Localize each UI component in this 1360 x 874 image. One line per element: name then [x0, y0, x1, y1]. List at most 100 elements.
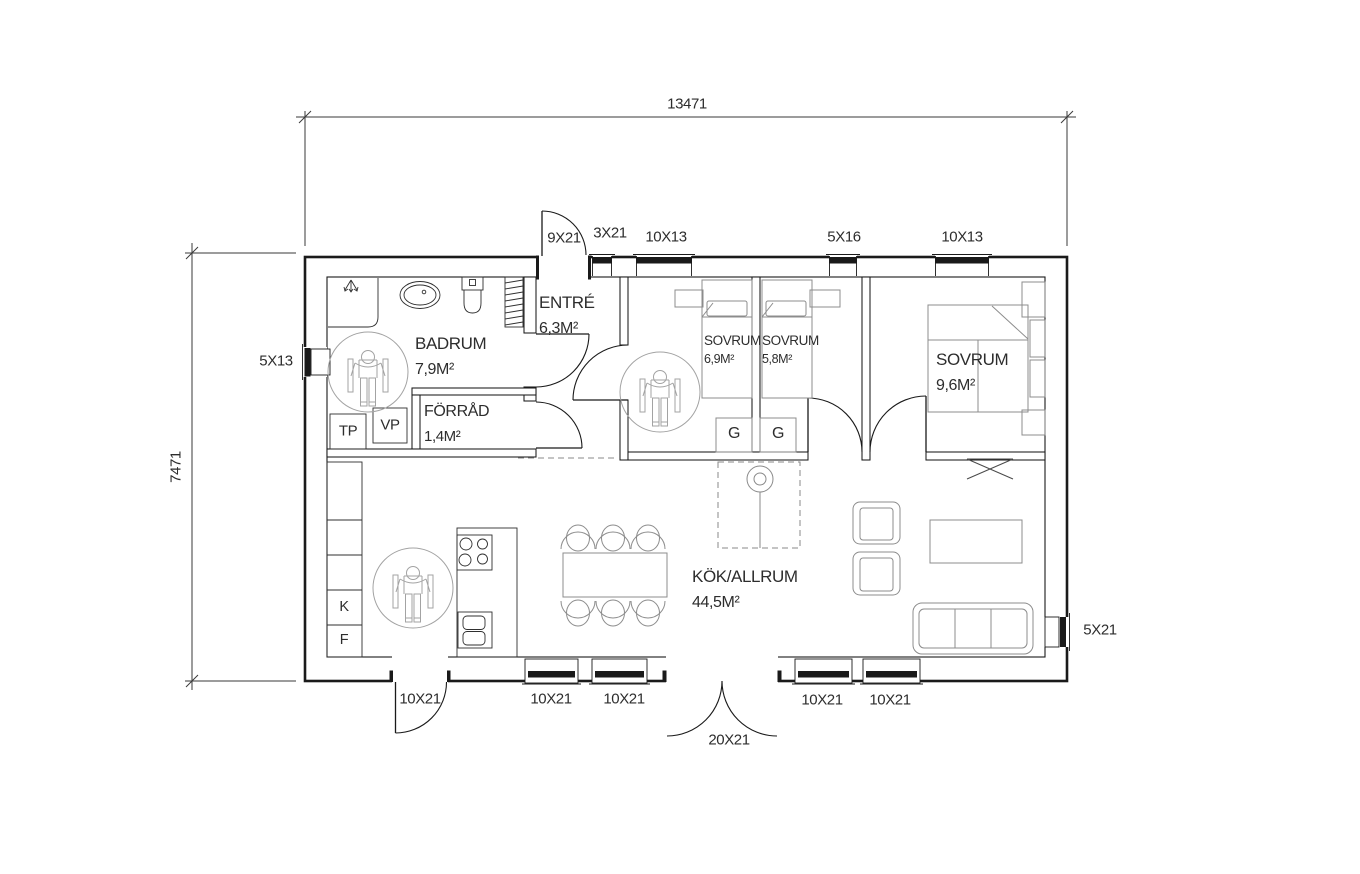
- room-area: 6,9M²: [704, 352, 734, 366]
- door-swing-arc: [807, 397, 863, 453]
- label-wardrobe-1: G: [727, 425, 741, 442]
- door-swing-arc: [535, 401, 583, 449]
- sovrum2-door: [807, 397, 863, 453]
- dashed-markings: [518, 457, 801, 549]
- windows: [302, 254, 1070, 685]
- label-entry-sidelight: 3X21: [593, 224, 627, 242]
- room-name: KÖK/ALLRUM: [692, 567, 798, 586]
- door-swing-arc: [721, 680, 778, 737]
- room-name: SOVRUM: [762, 333, 819, 348]
- room-name: FÖRRÅD: [424, 403, 490, 420]
- label-window-kitchen1: 10X21: [530, 690, 572, 708]
- label-tp-unit: TP: [338, 422, 358, 440]
- room-label-forrad: FÖRRÅD 1,4M²: [424, 399, 490, 449]
- window-glass-allrum1: [798, 671, 849, 678]
- armchair-2: [852, 551, 901, 596]
- exterior-walls: [303, 255, 1069, 683]
- room-label-sovrum3: SOVRUM 9,6M²: [936, 347, 1009, 399]
- entry-door: [536, 210, 591, 280]
- sovrum3-door: [869, 395, 927, 453]
- stove: [456, 534, 493, 571]
- forrad-door: [535, 401, 583, 449]
- room-label-kok-allrum: KÖK/ALLRUM 44,5M²: [692, 564, 798, 616]
- window-glass-sovrum3: [935, 257, 989, 264]
- window-glass-kitchen2: [595, 671, 644, 678]
- washbasin: [399, 281, 441, 309]
- kitchen-island: [456, 527, 518, 658]
- room-label-sovrum1: SOVRUM 6,9M²: [704, 331, 761, 369]
- tp-unit: [329, 413, 367, 450]
- furniture: [560, 279, 1046, 655]
- wardrobe-1: [715, 417, 753, 453]
- room-name: BADRUM: [415, 334, 487, 353]
- window-glass-allrum2: [866, 671, 917, 678]
- vp-unit: [372, 407, 408, 444]
- doors: [389, 210, 927, 737]
- bed-sovrum1: [674, 279, 753, 399]
- window-glass-sovrum2: [829, 257, 857, 264]
- label-wardrobe-2: G: [771, 425, 785, 442]
- label-freezer: F: [339, 631, 349, 648]
- dimension-width-label: 13471: [667, 95, 707, 113]
- kitchen-fixtures: [326, 461, 518, 658]
- coffee-table: [929, 519, 1023, 564]
- window-glass-badrum: [304, 348, 311, 377]
- label-window-sovrum1: 10X13: [645, 228, 687, 246]
- room-area: 7,9M²: [415, 361, 454, 378]
- room-area: 5,8M²: [762, 352, 792, 366]
- window-glass-kitchen1: [528, 671, 575, 678]
- label-window-allrum1: 10X21: [801, 691, 843, 709]
- room-label-badrum: BADRUM 7,9M²: [415, 331, 487, 383]
- door-swing-arc: [535, 333, 590, 388]
- room-name: ENTRÉ: [539, 293, 595, 312]
- label-window-sovrum3: 10X13: [941, 228, 983, 246]
- dining-set: [560, 524, 668, 627]
- shower-area: [328, 278, 379, 328]
- badrum-fixtures: [328, 276, 524, 450]
- room-area: 9,6M²: [936, 377, 975, 394]
- dimension-lines: [185, 110, 1076, 690]
- label-window-livingroom: 5X21: [1083, 621, 1117, 639]
- bed-sovrum2: [761, 279, 841, 399]
- shower-drain-icon: [343, 279, 359, 293]
- sink: [457, 611, 493, 649]
- tv-outlet-mark: [966, 458, 1014, 480]
- label-window-sovrum2: 5X16: [827, 228, 861, 246]
- window-glass-livingroom: [1060, 617, 1066, 647]
- room-name: SOVRUM: [704, 333, 761, 348]
- label-patio-door: 20X21: [708, 731, 750, 749]
- label-window-badrum: 5X13: [259, 352, 293, 370]
- sofa: [912, 602, 1034, 655]
- armchair-1: [852, 501, 901, 545]
- room-label-entre: ENTRÉ 6,3M²: [539, 290, 595, 342]
- door-swing-arc: [572, 344, 629, 401]
- wardrobe-2: [759, 417, 797, 453]
- label-window-allrum2: 10X21: [869, 691, 911, 709]
- door-swing-arc: [395, 681, 448, 734]
- interior-walls: [326, 276, 1046, 461]
- sovrum1-door: [572, 344, 629, 401]
- door-swing-arc: [869, 395, 927, 453]
- label-vp-unit: VP: [380, 416, 400, 434]
- room-area: 6,3M²: [539, 320, 578, 337]
- label-fridge: K: [339, 598, 349, 615]
- room-area: 44,5M²: [692, 594, 740, 611]
- label-entry-door: 9X21: [547, 229, 581, 247]
- room-area: 1,4M²: [424, 428, 461, 445]
- reserved-area: [717, 461, 801, 549]
- tall-cabinets: [326, 461, 363, 658]
- door-swing-arc: [666, 680, 723, 737]
- label-kitchen-door: 10X21: [399, 690, 441, 708]
- towel-radiator: [504, 276, 524, 328]
- bed-sovrum3: [927, 281, 1046, 436]
- window-glass-entry-sidelight: [592, 257, 612, 264]
- kitchen-door: [389, 670, 451, 734]
- dimension-height-label: 7471: [167, 451, 185, 483]
- room-name: SOVRUM: [936, 350, 1009, 369]
- room-label-sovrum2: SOVRUM 5,8M²: [762, 331, 819, 369]
- label-window-kitchen2: 10X21: [603, 690, 645, 708]
- patio-double-door: [662, 670, 782, 737]
- window-glass-sovrum1: [636, 257, 692, 264]
